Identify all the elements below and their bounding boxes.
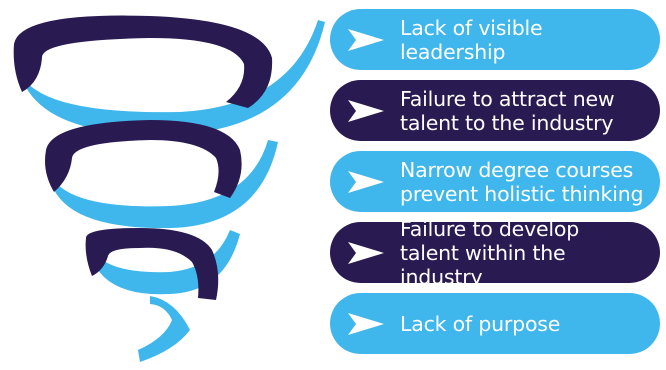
challenge-label-line-1: Failure to attract new (400, 86, 615, 111)
arrow-right-icon (348, 241, 384, 264)
arrow-right-icon (348, 28, 384, 51)
challenge-label-line-1: Failure to develop (400, 216, 580, 241)
challenge-list: Lack of visible leadership Failure to at… (330, 9, 660, 354)
challenge-label-line-2: talent within the industry (400, 240, 566, 289)
spiral-ribbon-front-middle (45, 120, 242, 198)
spiral-ribbon-tail (138, 296, 190, 362)
spiral-funnel-graphic (13, 15, 325, 362)
challenge-label-line: Lack of visible leadership (400, 15, 543, 64)
challenge-item-degree-courses: Narrow degree courses prevent holistic t… (330, 151, 660, 212)
challenge-label: Lack of purpose (400, 312, 560, 336)
challenge-label: Failure to develop talent within the ind… (400, 217, 646, 289)
challenge-label-line-2: prevent holistic thinking (400, 181, 644, 206)
challenge-label-line-1: Narrow degree courses (400, 157, 634, 182)
challenge-item-leadership: Lack of visible leadership (330, 9, 660, 70)
spiral-ribbon-front-top (13, 15, 273, 108)
challenge-item-develop-talent: Failure to develop talent within the ind… (330, 217, 660, 289)
arrow-right-icon (348, 170, 384, 193)
arrow-right-icon (348, 99, 384, 122)
challenge-label: Narrow degree courses prevent holistic t… (400, 157, 644, 206)
challenge-item-attract-talent: Failure to attract new talent to the ind… (330, 80, 660, 141)
challenge-label-line: Lack of purpose (400, 311, 561, 336)
challenge-label: Lack of visible leadership (400, 16, 646, 64)
spiral-ribbon-front-lower (85, 228, 219, 300)
arrow-right-icon (348, 312, 384, 335)
challenge-label-line-2: talent to the industry (400, 110, 614, 135)
challenge-item-purpose: Lack of purpose (330, 293, 660, 354)
challenge-label: Failure to attract new talent to the ind… (400, 86, 615, 135)
spiral-ribbon-back-middle (48, 140, 278, 229)
